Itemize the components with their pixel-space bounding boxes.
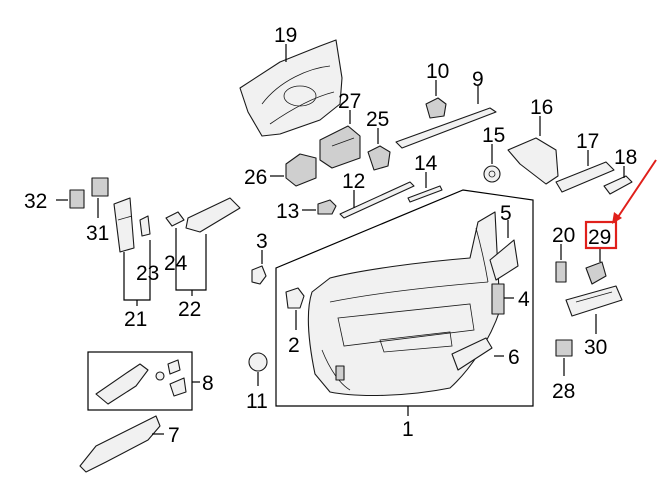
callout-24: 24: [164, 252, 188, 275]
callout-19: 19: [274, 24, 297, 47]
inner-panel-19-hole: [283, 85, 317, 107]
callout-2: 2: [288, 334, 300, 357]
panel-grip: [379, 331, 453, 353]
part-22-bracket: [185, 197, 241, 233]
callout-17: 17: [576, 130, 599, 153]
callout-25: 25: [366, 108, 389, 131]
callout-9: 9: [472, 68, 484, 91]
callout-11: 11: [246, 390, 268, 413]
part-5-cover: [489, 239, 519, 281]
part-13-clip: [317, 199, 337, 215]
part-6-reflector: [451, 337, 493, 371]
part-2-latch: [285, 287, 305, 309]
callout-30: 30: [584, 336, 607, 359]
callout-28: 28: [552, 380, 575, 403]
part-27-switch: [319, 125, 361, 169]
part-9-strip: [395, 107, 497, 149]
callout-6: 6: [508, 346, 520, 369]
part-30-switch-module: [565, 285, 623, 317]
bracket-22: [175, 228, 207, 291]
callout-12: 12: [342, 170, 365, 193]
part-28-switch: [555, 339, 573, 357]
callout-10: 10: [426, 60, 449, 83]
inner-panel-19-rib: [261, 65, 331, 105]
panel-upper-edge: [475, 227, 489, 283]
callout-27: 27: [338, 90, 361, 113]
highlight-arrow-head: [612, 212, 622, 224]
inner-panel-19-rib2: [269, 91, 335, 125]
part-21-switch-panel: [113, 197, 135, 253]
part-21-line: [117, 215, 133, 221]
callout-14: 14: [414, 152, 438, 175]
part-8-screw: [155, 371, 165, 381]
part-19: [239, 39, 343, 137]
callout-23: 23: [136, 262, 159, 285]
part-18-cap: [603, 175, 633, 195]
part-12-rail: [339, 181, 415, 219]
highlight-box-29: [584, 220, 618, 250]
callout-21: 21: [124, 308, 147, 331]
callout-22: 22: [178, 298, 201, 321]
callout-20: 20: [552, 224, 575, 247]
part-11-cap: [248, 352, 268, 372]
callout-29: 29: [588, 226, 611, 249]
part-8-clip: [167, 359, 181, 375]
part-26-switch: [285, 153, 317, 187]
panel-switch: [335, 365, 345, 381]
callout-32: 32: [24, 190, 47, 213]
part-32-switch: [69, 189, 85, 209]
callout-31: 31: [86, 222, 109, 245]
part-23-bulb: [139, 215, 151, 237]
part-8-box: [87, 351, 193, 411]
callout-15: 15: [482, 124, 505, 147]
part-27-line: [331, 137, 355, 147]
callout-16: 16: [530, 96, 553, 119]
panel-armrest-line: [329, 281, 489, 303]
part-4-switch: [491, 283, 505, 315]
part-8-bracket: [169, 377, 187, 397]
part-10-clip: [425, 97, 447, 119]
part-17-handle: [555, 161, 615, 193]
callout-3: 3: [256, 230, 268, 253]
callout-26: 26: [244, 166, 267, 189]
callout-8: 8: [202, 372, 214, 395]
callout-7: 7: [168, 424, 180, 447]
door-trim-panel: [307, 211, 501, 397]
callout-labels: 19 10 9 27 25 16 15 17 18 14 26 12 13 32…: [24, 24, 637, 447]
part-24-clip: [165, 211, 185, 227]
part-14-strip: [407, 185, 443, 203]
highlight-arrow-shaft: [615, 159, 657, 221]
part-31-switch: [91, 177, 109, 197]
part-25-switch: [367, 145, 391, 171]
callout-5: 5: [500, 202, 512, 225]
part-29-lamp: [585, 261, 607, 285]
door-panel-group: [275, 189, 534, 416]
callout-13: 13: [276, 200, 299, 223]
panel-bracket: [275, 189, 534, 407]
callout-4: 4: [518, 288, 530, 311]
part-15-grommet: [483, 165, 501, 183]
callout-1: 1: [402, 418, 414, 441]
part-16-trim: [507, 137, 559, 185]
part-8-hinge: [95, 363, 149, 405]
panel-edge: [321, 349, 351, 391]
callout-18: 18: [614, 146, 637, 169]
part-20-bulb: [555, 261, 567, 283]
part-30-line: [575, 291, 613, 303]
panel-pocket: [337, 303, 475, 347]
part-3-fastener: [251, 265, 267, 285]
part-15-hole: [488, 170, 496, 178]
part-7-handle: [79, 415, 161, 473]
